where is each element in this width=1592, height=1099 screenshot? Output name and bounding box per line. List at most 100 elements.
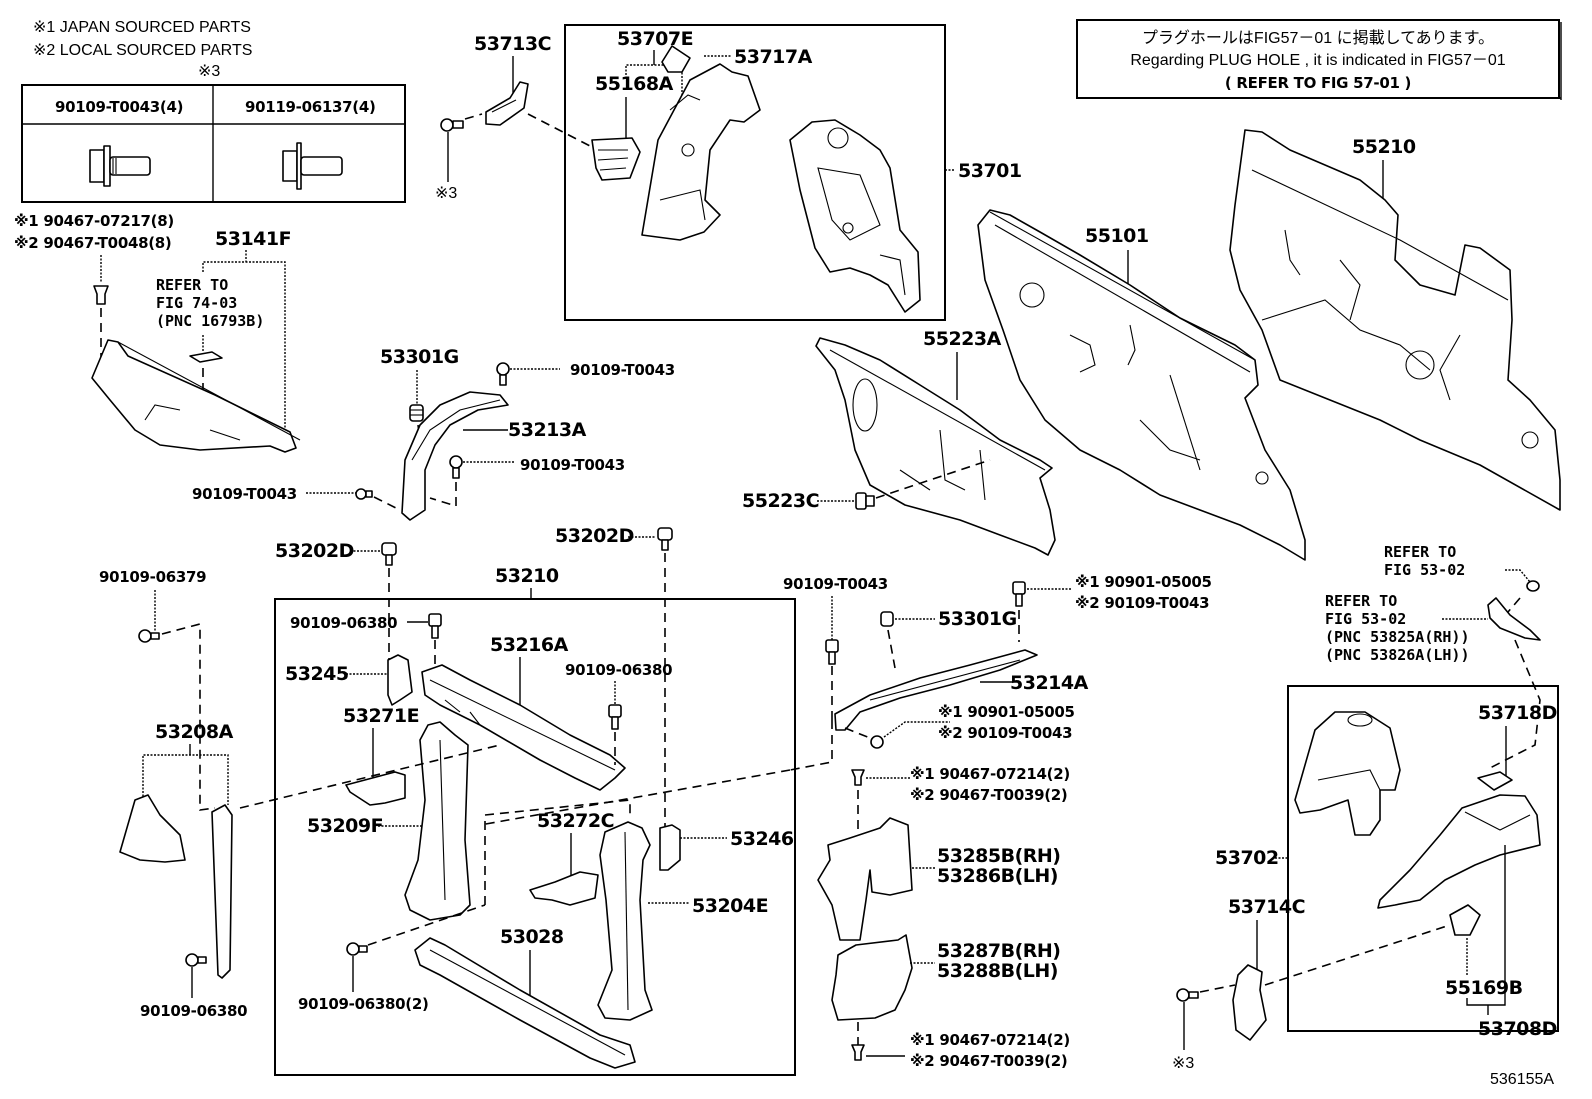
support-53213A <box>401 391 509 521</box>
label-53213A: 53213A <box>508 419 587 441</box>
label-53718D: 53718D <box>1478 702 1557 724</box>
flange-bolt-icon <box>89 145 151 187</box>
bracket-53245 <box>387 654 413 706</box>
bracket-53271E <box>345 771 406 806</box>
bracket-53718D <box>1477 771 1513 791</box>
dash-silencer-55223A <box>815 337 1056 556</box>
apron-53708D <box>1377 794 1541 909</box>
bolt-icon <box>608 704 622 730</box>
pin-icon <box>381 542 397 566</box>
label-53708D: 53708D <box>1478 1018 1557 1040</box>
label-53717A: 53717A <box>734 46 813 68</box>
bracket-53272C <box>529 871 599 906</box>
hood-lock-icon <box>1526 580 1540 592</box>
label-55223A: 55223A <box>923 328 1002 350</box>
label-53208A: 53208A <box>155 721 234 743</box>
bracket-53246 <box>659 824 681 871</box>
label-55223C: 55223C <box>742 490 819 512</box>
bolt-table: 90109-T0043(4) 90119-06137(4) <box>21 84 406 203</box>
refer-fig-53-02-a-line2: FIG 53-02 <box>1384 561 1465 579</box>
label-53204E: 53204E <box>692 895 768 917</box>
label-90109-06379: 90109-06379 <box>99 568 206 586</box>
side-support-53204E <box>597 821 653 1021</box>
notice-english: Regarding PLUG HOLE , it is indicated in… <box>1130 52 1505 69</box>
figure-id: 536155A <box>1490 1071 1554 1088</box>
label-90901-05005-a: ※1 90901-05005 <box>1075 573 1212 591</box>
label-90109-T0043-f: ※2 90109-T0043 <box>938 724 1072 742</box>
bolt-icon <box>185 953 207 967</box>
clip-icon <box>93 285 109 305</box>
label-55169B: 55169B <box>1445 977 1523 999</box>
bracket-53714C <box>1232 964 1267 1041</box>
label-53202D-left: 53202D <box>275 540 354 562</box>
bolt-icon <box>449 455 463 479</box>
apron-panel-53702 <box>1294 711 1401 836</box>
label-90109-T0043-c: 90109-T0043 <box>192 485 297 503</box>
bolt-icon <box>138 629 160 643</box>
grommet-icon <box>880 611 894 627</box>
apron-panel-53701 <box>789 119 921 313</box>
radiator-support-cover-53141F <box>91 339 301 453</box>
duct-53287B <box>831 934 913 1021</box>
bolt-icon <box>428 613 442 639</box>
duct-53285B <box>817 817 913 941</box>
washer-bolt-icon <box>282 142 343 190</box>
label-90109-06380-2: 90109-06380(2) <box>298 995 429 1013</box>
label-90467-07214-a: ※1 90467-07214(2) <box>910 765 1070 783</box>
label-53701: 53701 <box>958 160 1022 182</box>
label-53202D-right: 53202D <box>555 525 634 547</box>
bolt-icon <box>355 488 373 500</box>
label-90467-07217: ※1 90467-07217(8) <box>14 212 174 230</box>
lower-support-53028 <box>414 937 636 1069</box>
plug-hole-notice: プラグホールはFIG57－01 に掲載してあります。 Regarding PLU… <box>1076 19 1562 100</box>
label-55210: 55210 <box>1352 136 1416 158</box>
label-53210: 53210 <box>495 565 559 587</box>
label-53301G-upper: 53301G <box>380 346 459 368</box>
seal-53208A <box>211 804 233 979</box>
label-53271E: 53271E <box>343 705 419 727</box>
label-53272C: 53272C <box>537 810 614 832</box>
grommet-icon <box>409 404 424 422</box>
refer-fig-53-02-a-line1: REFER TO <box>1384 543 1456 561</box>
label-90109-06380-c: 90109-06380 <box>140 1002 247 1020</box>
label-53141F: 53141F <box>215 228 291 250</box>
label-90467-07214-b: ※1 90467-07214(2) <box>910 1031 1070 1049</box>
refer-fig-53-02-b-line3: (PNC 53825A(RH)) <box>1325 628 1470 646</box>
label-90467-T0048: ※2 90467-T0048(8) <box>14 234 171 252</box>
assembly-box-53210 <box>274 598 796 1076</box>
bracket-53717A <box>661 45 691 73</box>
upper-support-53216A <box>421 664 626 791</box>
refer-fig-53-02-b-line4: (PNC 53826A(LH)) <box>1325 646 1470 664</box>
label-90467-T0039-b: ※2 90467-T0039(2) <box>910 1052 1067 1070</box>
note-mark-3: ※3 <box>198 63 220 80</box>
label-53702: 53702 <box>1215 847 1279 869</box>
label-90109-T0043-d: 90109-T0043 <box>783 575 888 593</box>
clip-icon <box>855 492 875 510</box>
pad-icon <box>189 351 223 363</box>
label-90109-06380-a: 90109-06380 <box>290 614 397 632</box>
clip-icon <box>851 1044 865 1061</box>
bolt-icon <box>1012 581 1026 607</box>
refer-fig-53-02-b-line1: REFER TO <box>1325 592 1397 610</box>
bolt-icon <box>346 942 368 956</box>
bolt-icon <box>496 362 510 386</box>
bolt-icon <box>1176 988 1199 1002</box>
assembly-box-53702 <box>1287 685 1559 1032</box>
label-90109-T0043-b: 90109-T0043 <box>520 456 625 474</box>
bracket-53214A <box>834 649 1038 731</box>
apron-53707E <box>641 63 761 241</box>
pin-icon <box>657 527 673 551</box>
bolt-icon <box>825 639 839 665</box>
label-55101: 55101 <box>1085 225 1149 247</box>
label-90109-T0043-e: ※2 90109-T0043 <box>1075 594 1209 612</box>
label-90109-06380-b: 90109-06380 <box>565 661 672 679</box>
label-53287B-RH: 53287B(RH) <box>937 940 1060 962</box>
label-53714C: 53714C <box>1228 896 1305 918</box>
dash-panel-55101 <box>977 209 1306 561</box>
label-53028: 53028 <box>500 926 564 948</box>
label-90901-05005-b: ※1 90901-05005 <box>938 703 1075 721</box>
notice-japanese: プラグホールはFIG57－01 に掲載してあります。 <box>1142 29 1494 47</box>
label-53286B-LH: 53286B(LH) <box>937 865 1058 887</box>
refer-fig-74-line1: REFER TO <box>156 276 228 294</box>
